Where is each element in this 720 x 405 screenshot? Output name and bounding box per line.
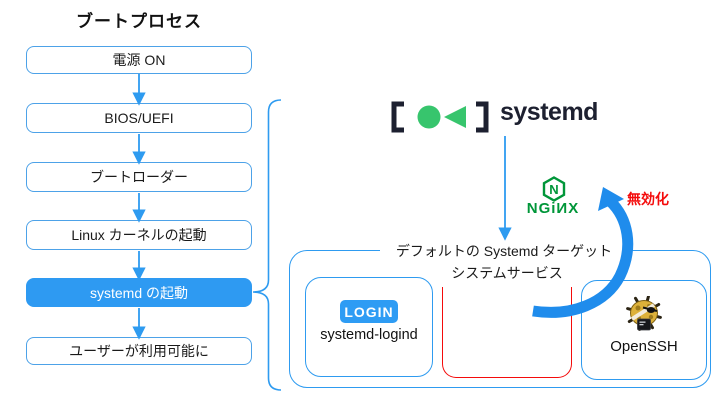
login-badge: LOGIN <box>340 300 398 323</box>
target-panel-subtitle: システムサービス <box>451 265 563 281</box>
target-panel-title: デフォルトの Systemd ターゲット <box>380 241 628 259</box>
flowchart-step-bootloader: ブートローダー <box>26 162 252 192</box>
service-card-logind: LOGIN systemd-logind <box>305 277 433 377</box>
service-card-openssh: OpenSSH <box>581 280 707 380</box>
openssh-label: OpenSSH <box>610 338 678 355</box>
systemd-logo-icon <box>391 101 489 133</box>
disable-annotation: 無効化 <box>627 191 669 207</box>
grouping-bracket <box>252 99 282 391</box>
disabled-service-slot <box>442 287 572 378</box>
systemd-wordmark: systemd <box>500 98 598 126</box>
flowchart-step-user-ready: ユーザーが利用可能に <box>26 337 252 365</box>
flowchart-step-systemd: systemd の起動 <box>26 278 252 307</box>
flowchart-title: ブートプロセス <box>76 12 202 31</box>
svg-text:N: N <box>549 182 558 197</box>
openssh-pufferfish-icon <box>626 296 662 331</box>
nginx-hexagon-icon: N <box>542 176 566 202</box>
logind-label: systemd-logind <box>320 327 418 343</box>
flowchart-step-kernel: Linux カーネルの起動 <box>26 220 252 250</box>
flowchart-step-power-on: 電源 ON <box>26 46 252 74</box>
nginx-wordmark: NGiИX <box>526 200 580 217</box>
flowchart-step-bios-uefi: BIOS/UEFI <box>26 103 252 133</box>
